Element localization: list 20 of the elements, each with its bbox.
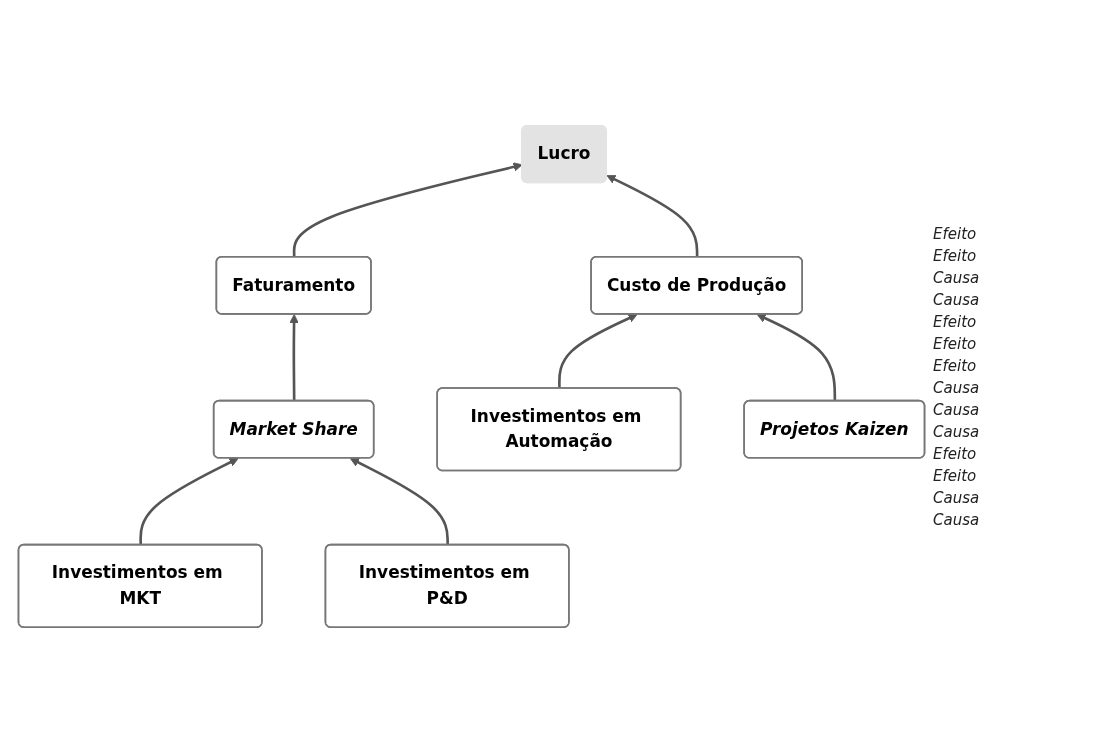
note-label: Efeito xyxy=(933,246,978,265)
arrow xyxy=(558,313,638,389)
note-label: Causa xyxy=(933,290,981,309)
note-label: Efeito xyxy=(933,224,978,243)
note-label: Causa xyxy=(933,400,981,419)
note-label: Efeito xyxy=(933,444,978,463)
note-label: Causa xyxy=(933,488,981,507)
note-label: Efeito xyxy=(933,356,978,375)
arrow xyxy=(606,175,699,258)
note-label: Efeito xyxy=(933,312,978,331)
note-label: Causa xyxy=(933,510,981,529)
arrow xyxy=(139,458,239,546)
note-label: Causa xyxy=(933,378,981,397)
note-label: Causa xyxy=(933,422,981,441)
arrow xyxy=(756,313,837,402)
arrow xyxy=(349,458,449,546)
note-label: Efeito xyxy=(933,466,978,485)
note-label: Efeito xyxy=(933,334,978,353)
arrow xyxy=(289,314,299,402)
note-label: Causa xyxy=(933,268,981,287)
